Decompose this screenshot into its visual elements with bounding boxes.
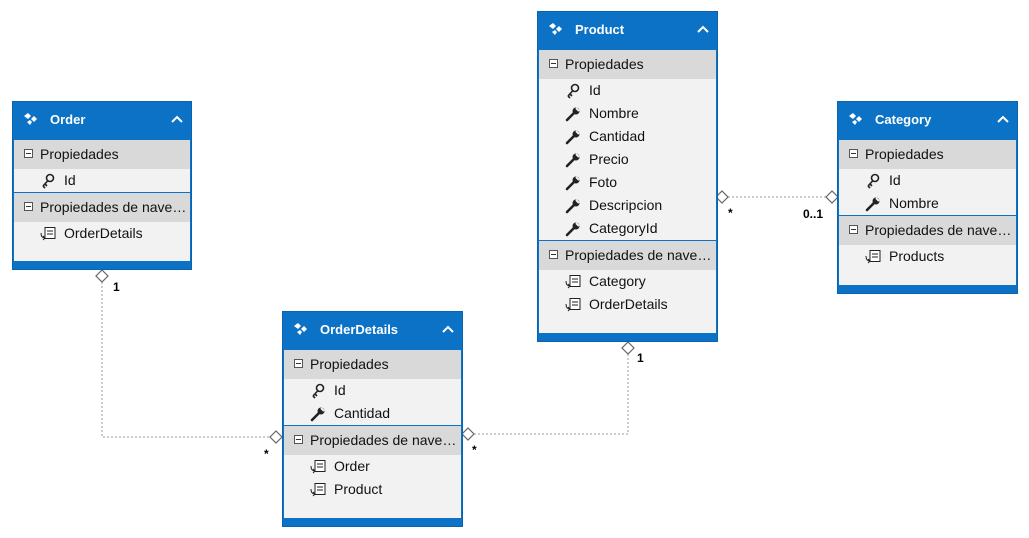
association-end-diamond (715, 190, 729, 204)
association-end-diamond (621, 341, 635, 355)
property-row[interactable]: Cantidad (539, 125, 716, 148)
association-line-product-orderdetails[interactable] (474, 354, 629, 435)
chevron-up-icon[interactable] (442, 325, 454, 333)
entity-title: OrderDetails (320, 322, 399, 337)
wrench-icon (865, 197, 880, 212)
wrench-icon (565, 153, 580, 168)
section-header-properties[interactable]: Propiedades (839, 140, 1016, 169)
property-row[interactable]: Id (14, 169, 190, 192)
entity-order[interactable]: Order Propiedades Id Propiedades de nave… (12, 101, 192, 270)
collapse-section-icon[interactable] (849, 225, 858, 234)
key-icon (867, 173, 880, 189)
key-icon (312, 383, 325, 399)
collapse-section-icon[interactable] (294, 359, 303, 368)
property-row[interactable]: CategoryId (539, 217, 716, 240)
multiplicity-label: * (264, 447, 269, 461)
wrench-icon (565, 176, 580, 191)
navigation-property-row[interactable]: OrderDetails (539, 293, 716, 316)
collapse-section-icon[interactable] (549, 59, 558, 68)
navigation-property-icon (310, 483, 326, 497)
wrench-icon (565, 107, 580, 122)
entity-category[interactable]: Category Propiedades Id Nombre Propiedad… (837, 101, 1018, 294)
entity-type-icon (294, 323, 307, 335)
association-end-diamond (461, 427, 475, 441)
multiplicity-label: * (728, 206, 733, 220)
navigation-property-row[interactable]: Category (539, 270, 716, 293)
entity-product[interactable]: Product Propiedades Id Nombre Cantidad P… (537, 11, 718, 342)
multiplicity-label: 1 (113, 280, 120, 294)
association-line-order-orderdetails[interactable] (101, 282, 270, 438)
chevron-up-icon[interactable] (171, 115, 183, 123)
navigation-property-icon (310, 460, 326, 474)
navigation-property-icon (40, 227, 56, 241)
key-icon (42, 173, 55, 189)
multiplicity-label: * (472, 443, 477, 457)
entity-header[interactable]: Product (538, 12, 717, 50)
property-row[interactable]: Nombre (539, 102, 716, 125)
section-header-properties[interactable]: Propiedades (284, 350, 461, 379)
property-row[interactable]: Id (839, 169, 1016, 192)
multiplicity-label: 1 (637, 351, 644, 365)
section-header-navigation[interactable]: Propiedades de navegación (14, 192, 190, 222)
property-row[interactable]: Foto (539, 171, 716, 194)
entity-type-icon (549, 23, 562, 35)
entity-type-icon (849, 113, 862, 125)
association-end-diamond (95, 269, 109, 283)
entity-header[interactable]: Order (13, 102, 191, 140)
association-end-diamond (269, 430, 283, 444)
entity-title: Category (875, 112, 932, 127)
property-row[interactable]: Nombre (839, 192, 1016, 215)
entity-header[interactable]: OrderDetails (283, 312, 462, 350)
entity-type-icon (24, 113, 37, 125)
entity-title: Order (50, 112, 86, 127)
property-row[interactable]: Id (284, 379, 461, 402)
entity-orderdetails[interactable]: OrderDetails Propiedades Id Cantidad Pro… (282, 311, 463, 527)
collapse-section-icon[interactable] (24, 202, 33, 211)
navigation-property-row[interactable]: Product (284, 478, 461, 501)
entity-header[interactable]: Category (838, 102, 1017, 140)
wrench-icon (565, 130, 580, 145)
property-row[interactable]: Cantidad (284, 402, 461, 425)
property-row[interactable]: Descripcion (539, 194, 716, 217)
navigation-property-icon (565, 298, 581, 312)
collapse-section-icon[interactable] (294, 435, 303, 444)
section-header-navigation[interactable]: Propiedades de navegación (284, 425, 461, 455)
section-header-properties[interactable]: Propiedades (14, 140, 190, 169)
wrench-icon (565, 199, 580, 214)
collapse-section-icon[interactable] (849, 149, 858, 158)
navigation-property-row[interactable]: Products (839, 245, 1016, 268)
chevron-up-icon[interactable] (697, 25, 709, 33)
property-row[interactable]: Precio (539, 148, 716, 171)
collapse-section-icon[interactable] (549, 250, 558, 259)
section-header-properties[interactable]: Propiedades (539, 50, 716, 79)
navigation-property-icon (865, 250, 881, 264)
wrench-icon (565, 222, 580, 237)
chevron-up-icon[interactable] (997, 115, 1009, 123)
navigation-property-row[interactable]: OrderDetails (14, 222, 190, 245)
entity-title: Product (575, 22, 625, 37)
multiplicity-label: 0..1 (803, 207, 824, 221)
section-header-navigation[interactable]: Propiedades de navegación (839, 215, 1016, 245)
section-header-navigation[interactable]: Propiedades de navegación (539, 240, 716, 270)
navigation-property-icon (565, 275, 581, 289)
key-icon (567, 83, 580, 99)
property-row[interactable]: Id (539, 79, 716, 102)
navigation-property-row[interactable]: Order (284, 455, 461, 478)
collapse-section-icon[interactable] (24, 149, 33, 158)
wrench-icon (310, 407, 325, 422)
